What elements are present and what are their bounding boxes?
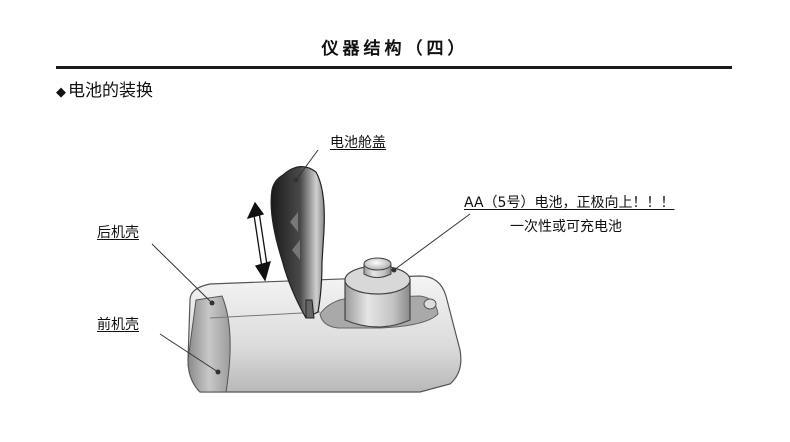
label-battery-note-line2: 一次性或可充电池	[510, 219, 622, 235]
diamond-bullet-icon: ◆	[56, 85, 66, 100]
leader-rear-shell	[151, 243, 213, 304]
leader-battery-cover	[295, 149, 319, 181]
label-battery-note-line1: AA（5号）电池，正极向上！！！	[464, 195, 675, 211]
leader-front-shell	[159, 333, 219, 373]
label-front-shell: 前机壳	[97, 317, 139, 333]
label-rear-shell: 后机壳	[97, 225, 139, 241]
leader-lines	[151, 149, 471, 375]
leader-dot-rear	[209, 300, 215, 306]
leader-battery-note	[393, 213, 471, 271]
motion-arrow-icon	[246, 201, 271, 282]
label-battery-cover: 电池舱盖	[330, 135, 386, 151]
title-divider	[56, 66, 732, 69]
leader-dot-front	[215, 369, 221, 375]
battery-cover	[270, 166, 325, 319]
leader-dot-cover	[293, 177, 299, 183]
device-body	[187, 275, 462, 393]
leader-dot-battery	[391, 267, 397, 273]
page-title: 仪器结构（四）	[321, 39, 469, 59]
section-heading: ◆电池的装换	[56, 76, 153, 101]
section-heading-text: 电池的装换	[68, 81, 153, 101]
aa-battery	[344, 257, 411, 328]
